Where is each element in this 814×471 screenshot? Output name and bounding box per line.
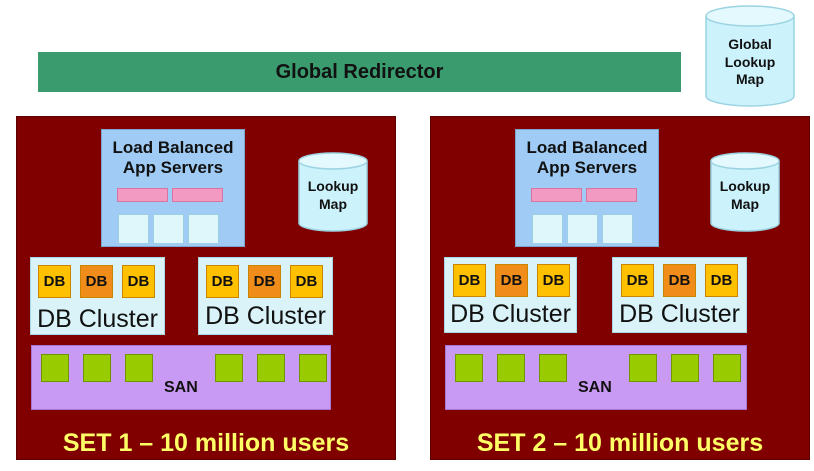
app-servers-line1: Load Balanced (112, 138, 234, 157)
lookup-map: Lookup Map (297, 151, 369, 233)
san-disk (83, 354, 111, 382)
global-lookup-map: Global Lookup Map (704, 4, 796, 108)
lookup-line1: Lookup (719, 178, 771, 194)
db-node: DB (206, 265, 239, 298)
lookup-cylinder-icon (298, 152, 368, 232)
san-label: SAN (164, 379, 198, 396)
db-cluster: DB DB DB DB Cluster (444, 257, 577, 333)
san-disk (455, 354, 483, 382)
set-title: SET 2 – 10 million users (476, 429, 764, 457)
app-server-box (567, 214, 598, 244)
app-server-box (188, 214, 219, 244)
san-disk (671, 354, 699, 382)
db-node: DB (663, 264, 696, 297)
app-servers-box: Load Balanced App Servers (515, 129, 659, 247)
db-node: DB (621, 264, 654, 297)
db-node: DB (122, 265, 155, 298)
global-lookup-cylinder-icon (705, 5, 795, 107)
lookup-cylinder-icon (710, 152, 780, 232)
global-redirector: Global Redirector (38, 52, 681, 92)
app-server-box (532, 214, 563, 244)
global-lookup-line3: Map (736, 71, 764, 87)
san-disk (497, 354, 525, 382)
global-lookup-line1: Global (728, 36, 772, 52)
san-disk (41, 354, 69, 382)
app-server-box (118, 214, 149, 244)
db-cluster-label: DB Cluster (37, 305, 158, 333)
db-cluster-label: DB Cluster (205, 302, 326, 330)
san-disk (257, 354, 285, 382)
db-cluster-label: DB Cluster (619, 300, 740, 328)
app-servers-line2: App Servers (122, 158, 224, 178)
db-node: DB (38, 265, 71, 298)
lookup-line2: Map (731, 195, 759, 212)
san-box: SAN (31, 345, 331, 410)
san-disk (125, 354, 153, 382)
san-disk (299, 354, 327, 382)
db-node: DB (495, 264, 528, 297)
san-disk (215, 354, 243, 382)
db-cluster: DB DB DB DB Cluster (198, 257, 333, 335)
san-disk (713, 354, 741, 382)
lookup-line1: Lookup (307, 178, 359, 194)
db-node: DB (705, 264, 738, 297)
app-server-bar (117, 188, 168, 202)
set-1-panel: Load Balanced App Servers Lookup Map DB … (16, 116, 396, 460)
app-server-box (153, 214, 184, 244)
san-disk (629, 354, 657, 382)
san-box: SAN (445, 345, 747, 410)
db-node: DB (453, 264, 486, 297)
db-cluster: DB DB DB DB Cluster (612, 257, 747, 333)
san-label: SAN (578, 379, 612, 396)
app-servers-box: Load Balanced App Servers (101, 129, 245, 247)
set-title: SET 1 – 10 million users (62, 429, 350, 457)
app-server-bar (172, 188, 223, 202)
app-server-box (602, 214, 633, 244)
app-servers-line2: App Servers (536, 158, 638, 178)
lookup-map: Lookup Map (709, 151, 781, 233)
db-node: DB (537, 264, 570, 297)
db-cluster-label: DB Cluster (450, 300, 571, 328)
app-server-bar (531, 188, 582, 202)
db-node: DB (290, 265, 323, 298)
app-servers-line1: Load Balanced (526, 138, 648, 157)
app-server-bar (586, 188, 637, 202)
db-node: DB (248, 265, 281, 298)
db-node: DB (80, 265, 113, 298)
db-cluster: DB DB DB DB Cluster (30, 257, 165, 335)
global-redirector-label: Global Redirector (275, 60, 444, 83)
san-disk (539, 354, 567, 382)
global-lookup-line2: Lookup (724, 53, 776, 70)
set-2-panel: Load Balanced App Servers Lookup Map DB … (430, 116, 810, 460)
lookup-line2: Map (319, 195, 347, 212)
